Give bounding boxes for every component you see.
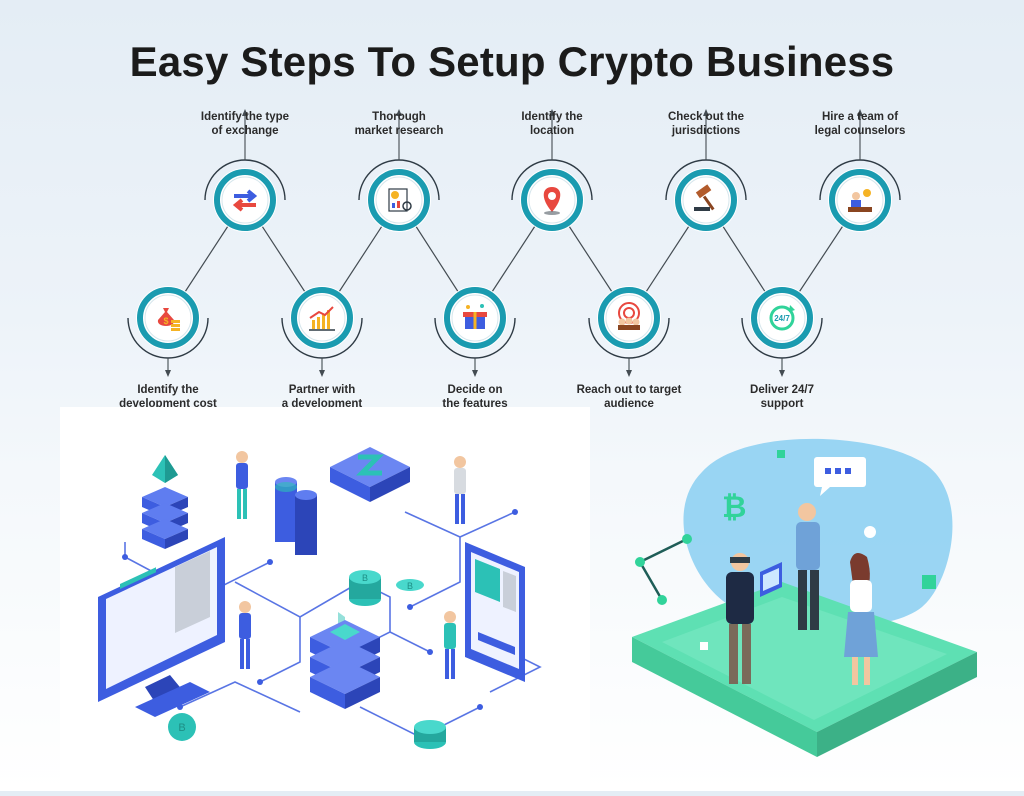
ethereum-server-stack [142, 455, 188, 549]
bottom-step-label-5: Deliver 24/7 support [750, 384, 814, 410]
top-step-node-3 [511, 109, 593, 232]
decor-square [922, 575, 936, 589]
gavel-icon [694, 184, 715, 211]
research-report-icon [388, 188, 412, 212]
arrow-down-icon [165, 370, 171, 377]
business-team-crypto-illustration: ₿ [632, 438, 977, 757]
decor-square [777, 450, 785, 458]
lightbulb-icon [864, 526, 876, 538]
bitcoin-icon: ₿ [722, 491, 746, 524]
man-standing [796, 503, 820, 630]
top-step-node-4 [665, 109, 747, 232]
top-step-label-3: Identify the location [521, 111, 583, 137]
legal-counselor-icon [848, 189, 872, 212]
woman-standing [844, 553, 878, 685]
gift-box-icon [463, 304, 487, 329]
svg-text:B: B [362, 573, 368, 583]
bottom-coins: B [168, 713, 446, 749]
top-step-node-2 [358, 109, 440, 232]
svg-text:$: $ [163, 316, 168, 326]
svg-text:B: B [407, 581, 413, 591]
arrow-up-icon [242, 109, 248, 116]
person-figure [444, 611, 456, 679]
isometric-blockchain-network-illustration: B B [98, 447, 542, 749]
top-step-node-5 [819, 109, 901, 232]
person-figure [239, 601, 251, 669]
tablet-device [465, 542, 525, 682]
location-pin-icon [543, 187, 561, 215]
business-team-illustration-panel: ₿ [592, 432, 1024, 791]
decor-square [700, 642, 708, 650]
arrow-up-icon [703, 109, 709, 116]
bottom-step-node-4 [588, 286, 670, 377]
server-stack [310, 612, 380, 709]
top-step-label-1: Identify the type of exchange [200, 111, 290, 137]
person-figure [236, 451, 248, 519]
money-bag-icon: $ [157, 308, 180, 331]
bottom-step-node-2 [281, 286, 363, 377]
bottom-step-label-4: Reach out to target audience [576, 384, 682, 410]
arrow-up-icon [549, 109, 555, 116]
support-24-7-icon: 24/7 [769, 305, 795, 331]
desktop-monitor [98, 537, 225, 717]
step-nodes: $24/7 [127, 109, 901, 377]
top-step-node-1 [204, 109, 286, 232]
isometric-block [330, 447, 410, 502]
svg-text:24/7: 24/7 [774, 314, 790, 323]
page-title: Easy Steps To Setup Crypto Business [129, 38, 895, 85]
bottom-step-node-3 [434, 286, 516, 377]
bottom-step-node-1: $ [127, 286, 209, 377]
top-step-label-5: Hire a team of legal counselors [814, 111, 906, 137]
arrow-down-icon [779, 370, 785, 377]
coin-stack: B B [349, 570, 424, 606]
arrow-down-icon [626, 370, 632, 377]
bar-cylinders [275, 477, 317, 555]
arrow-up-icon [396, 109, 402, 116]
arrow-up-icon [857, 109, 863, 116]
chat-bubble-icon [814, 457, 866, 496]
blockchain-illustration-panel: B B [60, 407, 590, 791]
svg-text:B: B [178, 722, 185, 734]
man-with-laptop [726, 553, 782, 684]
exchange-arrows-icon [232, 189, 258, 212]
arrow-down-icon [472, 370, 478, 377]
bottom-step-node-5: 24/7 [741, 286, 823, 377]
target-audience-icon [618, 302, 640, 330]
connection-nodes [635, 534, 692, 605]
top-step-label-4: Check out the jurisdictions [667, 111, 745, 137]
top-step-label-2: Thorough market research [354, 111, 444, 137]
growth-chart-icon [309, 306, 335, 331]
person-figure [454, 456, 466, 524]
arrow-down-icon [319, 370, 325, 377]
